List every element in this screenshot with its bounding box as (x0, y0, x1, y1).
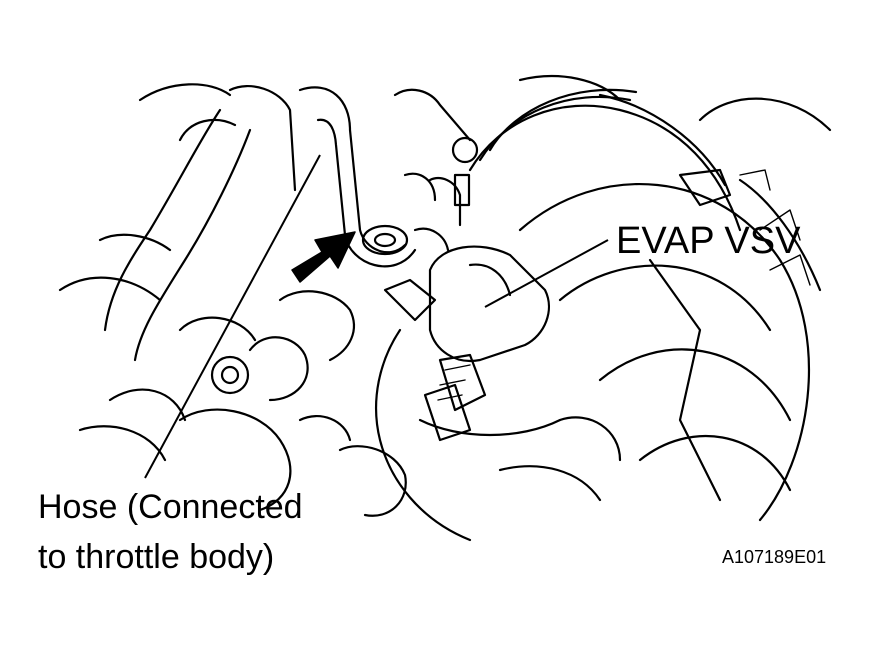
pointer-arrow (291, 231, 356, 283)
evap-vsv-body (361, 224, 550, 442)
hose-label-line-1: Hose (Connected (38, 488, 303, 526)
evap-vsv-leader-line (484, 239, 609, 308)
throttle-body-area (78, 290, 622, 542)
hose-assembly (58, 83, 417, 362)
figure-id: A107189E01 (722, 547, 827, 567)
air-intake-duct (468, 88, 832, 522)
upper-fittings (393, 74, 771, 227)
hose-leader-line (144, 154, 321, 479)
evap-vsv-label: EVAP VSV (616, 220, 801, 262)
hose-label-line-2: to throttle body) (38, 538, 275, 576)
